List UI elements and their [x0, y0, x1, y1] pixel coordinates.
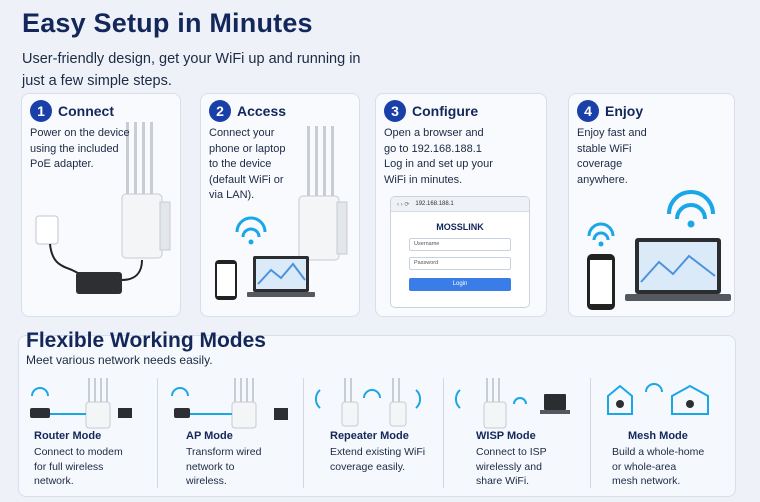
- username-input: Username: [409, 238, 511, 251]
- mode-desc-ap: Transform wired network to wireless.: [186, 446, 262, 487]
- modes-title: Flexible Working Modes: [26, 329, 266, 352]
- ap-mode-icon: [171, 378, 288, 429]
- brand-logo: MOSSLINK: [436, 222, 484, 232]
- mode-router: Router Mode Connect to modem for full wi…: [22, 368, 162, 492]
- step-head-connect: 1 Connect: [30, 100, 114, 122]
- mode-desc-mesh: Build a whole-home or whole-area mesh ne…: [612, 446, 705, 487]
- step-card-connect: 1 Connect Power on the device using the …: [21, 93, 181, 317]
- mode-desc-wisp: Connect to ISP wirelessly and share WiFi…: [476, 446, 547, 487]
- step-desc-connect: Power on the device using the included P…: [30, 127, 130, 170]
- page-subtitle: User-friendly design, get your WiFi up a…: [22, 51, 361, 89]
- step-access-illustration: [215, 126, 348, 300]
- mode-divider: [443, 378, 444, 488]
- step-title-access: Access: [237, 103, 287, 119]
- mode-wisp: WISP Mode Connect to ISP wirelessly and …: [452, 368, 592, 492]
- mode-title-repeater: Repeater Mode: [330, 430, 409, 442]
- step-number-2: 2: [209, 100, 231, 122]
- mesh-mode-icon: [607, 383, 709, 415]
- step-card-configure: 3 Configure Open a browser and go to 192…: [375, 93, 547, 317]
- browser-url: 192.168.188.1: [415, 201, 454, 207]
- step-enjoy-illustration: [587, 190, 731, 310]
- wisp-mode-icon: [454, 378, 570, 429]
- step-desc-access: Connect your phone or laptop to the devi…: [209, 127, 286, 201]
- step-card-access: 2 Access Connect your phone or laptop to…: [200, 93, 360, 317]
- step-title-enjoy: Enjoy: [605, 103, 644, 119]
- mode-mesh: Mesh Mode Build a whole-home or whole-ar…: [598, 368, 738, 492]
- mode-ap: AP Mode Transform wired network to wirel…: [166, 368, 306, 492]
- page-title: Easy Setup in Minutes: [22, 8, 313, 38]
- step-connect-illustration: [35, 122, 171, 294]
- browser-address-bar: ‹ › ⟳ 192.168.188.1: [391, 197, 529, 212]
- step-desc-configure: Open a browser and go to 192.168.188.1 L…: [384, 127, 493, 186]
- router-mode-icon: [30, 378, 132, 429]
- step-number-4: 4: [577, 100, 599, 122]
- mode-divider: [303, 378, 304, 488]
- mode-title-mesh: Mesh Mode: [628, 430, 688, 442]
- browser-nav-icon: ‹ › ⟳: [397, 201, 410, 208]
- repeater-mode-icon: [314, 378, 422, 427]
- mode-divider: [590, 378, 591, 488]
- step-desc-enjoy: Enjoy fast and stable WiFi coverage anyw…: [577, 127, 647, 186]
- mode-repeater: Repeater Mode Extend existing WiFi cover…: [312, 368, 452, 492]
- step-title-configure: Configure: [412, 103, 479, 119]
- step-title-connect: Connect: [58, 103, 114, 119]
- step-number-3: 3: [384, 100, 406, 122]
- step-head-access: 2 Access: [209, 100, 286, 122]
- mode-title-wisp: WISP Mode: [476, 430, 536, 442]
- password-input: Password: [409, 257, 511, 270]
- mode-divider: [157, 378, 158, 488]
- mode-desc-repeater: Extend existing WiFi coverage easily.: [330, 446, 426, 473]
- mode-title-router: Router Mode: [34, 430, 102, 442]
- step-head-configure: 3 Configure: [384, 100, 478, 122]
- step-card-enjoy: 4 Enjoy Enjoy fast and stable WiFi cover…: [568, 93, 735, 317]
- step-head-enjoy: 4 Enjoy: [577, 100, 643, 122]
- mode-title-ap: AP Mode: [186, 430, 233, 442]
- step-number-1: 1: [30, 100, 52, 122]
- modes-subtitle: Meet various network needs easily.: [26, 353, 213, 367]
- browser-mockup: ‹ › ⟳ 192.168.188.1 MOSSLINK Username Pa…: [390, 196, 530, 308]
- mode-desc-router: Connect to modem for full wireless netwo…: [34, 446, 123, 487]
- login-button: Login: [409, 278, 511, 291]
- modes-panel: [18, 335, 736, 497]
